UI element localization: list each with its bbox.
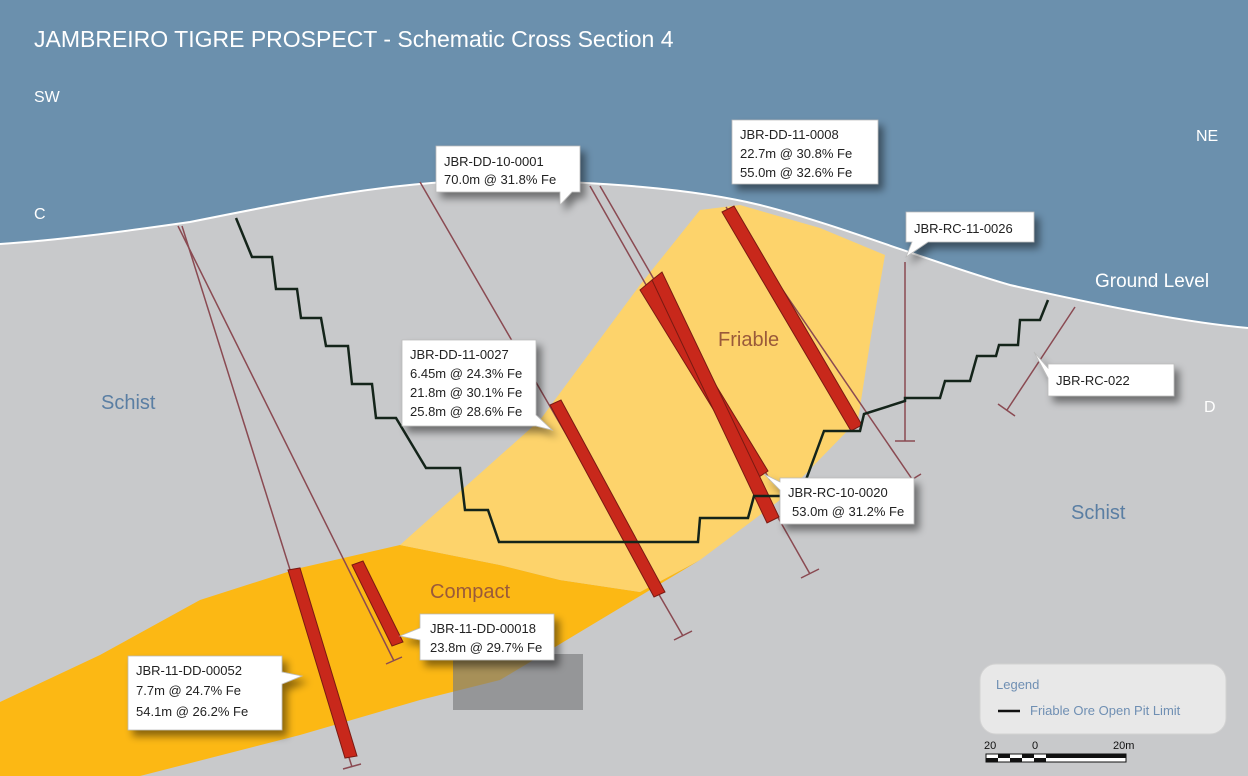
legend: Legend Friable Ore Open Pit Limit: [979, 663, 1227, 735]
compact-label: Compact: [430, 581, 510, 603]
friable-label: Friable: [718, 329, 779, 351]
callout-id: JBR-RC-022: [1056, 373, 1130, 388]
callout-intercept: 22.7m @ 30.8% Fe: [740, 146, 852, 161]
orientation-left: SW: [34, 89, 61, 106]
drill-end-tick: [997, 403, 1016, 417]
callout-id: JBR-RC-11-0026: [914, 221, 1013, 236]
callout-box: [127, 655, 304, 731]
scale-segment: [1046, 754, 1126, 758]
scale-segment: [998, 754, 1010, 758]
ore-intercept-0020: [651, 271, 780, 524]
scale-bar: 20 0 20m: [984, 740, 1134, 763]
legend-box: [979, 663, 1227, 735]
callout-id: JBR-11-DD-00018: [430, 621, 536, 636]
drill-end-tick: [800, 568, 820, 579]
callout-box: [435, 145, 581, 207]
callout-id: JBR-DD-10-0001: [444, 154, 544, 169]
section-end-left: C: [34, 206, 46, 223]
callout-intercept: 54.1m @ 26.2% Fe: [136, 704, 248, 719]
callout-intercept: 23.8m @ 29.7% Fe: [430, 640, 542, 655]
callout-box: [905, 211, 1035, 259]
decorative-shadow-block: [453, 654, 583, 710]
callout-id: JBR-DD-11-0008: [740, 127, 839, 142]
callout-jbr-rc-11-0026: JBR-RC-11-0026: [905, 211, 1035, 259]
drill-trace-00018: [177, 225, 395, 662]
scale-segment: [1022, 754, 1034, 758]
ore-intercepts: [287, 205, 863, 759]
schist-label-right: Schist: [1071, 502, 1126, 524]
callout-intercept: 70.0m @ 31.8% Fe: [444, 172, 556, 187]
ground-level-label: Ground Level: [1095, 271, 1209, 292]
callout-id: JBR-RC-10-0020: [788, 485, 888, 500]
callout-intercept: 6.45m @ 24.3% Fe: [410, 366, 522, 381]
drill-end-tick: [385, 656, 403, 665]
sky-area: [0, 0, 1248, 328]
legend-title: Legend: [996, 677, 1039, 692]
ore-intercept-00052: [287, 567, 358, 759]
callout-box: [401, 339, 554, 431]
callout-jbr-dd-11-0027: JBR-DD-11-0027 6.45m @ 24.3% Fe 21.8m @ …: [401, 339, 554, 431]
ground-level-line: [0, 178, 1248, 329]
callout-box: [763, 473, 915, 525]
callout-id: JBR-11-DD-00052: [136, 663, 242, 678]
schist-label-left: Schist: [101, 392, 156, 414]
ore-intercept-0027: [549, 399, 666, 598]
scale-label-right: 20m: [1113, 740, 1134, 752]
legend-item: Friable Ore Open Pit Limit: [1030, 703, 1181, 718]
drill-end-tick: [342, 763, 362, 770]
diagram-title: JAMBREIRO TIGRE PROSPECT - Schematic Cro…: [34, 26, 674, 52]
scale-segment: [986, 758, 998, 762]
callout-intercept: 25.8m @ 28.6% Fe: [410, 404, 522, 419]
callout-intercept: 53.0m @ 31.2% Fe: [792, 504, 904, 519]
callout-box: [1033, 351, 1175, 397]
callout-jbr-11-dd-00018: JBR-11-DD-00018 23.8m @ 29.7% Fe: [398, 613, 555, 661]
callout-jbr-dd-11-0008: JBR-DD-11-0008 22.7m @ 30.8% Fe 55.0m @ …: [731, 119, 879, 185]
orientation-right: NE: [1196, 128, 1218, 145]
section-end-right: D: [1204, 399, 1216, 416]
drill-trace-022: [1006, 306, 1076, 411]
pit-limit-line: [234, 217, 1050, 544]
callout-intercept: 55.0m @ 32.6% Fe: [740, 165, 852, 180]
ore-intercept-00018: [351, 560, 404, 647]
scale-label-middle: 0: [1032, 740, 1038, 752]
drill-end-tick: [673, 630, 693, 641]
callout-jbr-rc-10-0020: JBR-RC-10-0020 53.0m @ 31.2% Fe: [763, 473, 915, 525]
scale-segment: [1034, 758, 1046, 762]
callout-jbr-dd-10-0001: JBR-DD-10-0001 70.0m @ 31.8% Fe: [435, 145, 581, 207]
callout-jbr-11-dd-00052: JBR-11-DD-00052 7.7m @ 24.7% Fe 54.1m @ …: [127, 655, 304, 731]
callout-id: JBR-DD-11-0027: [410, 347, 509, 362]
callout-jbr-rc-022: JBR-RC-022: [1033, 351, 1175, 397]
callout-intercept: 21.8m @ 30.1% Fe: [410, 385, 522, 400]
scale-segment: [1010, 758, 1022, 762]
callout-box: [398, 613, 555, 661]
scale-label-left: 20: [984, 740, 996, 752]
callout-intercept: 7.7m @ 24.7% Fe: [136, 683, 241, 698]
callout-box: [731, 119, 879, 185]
